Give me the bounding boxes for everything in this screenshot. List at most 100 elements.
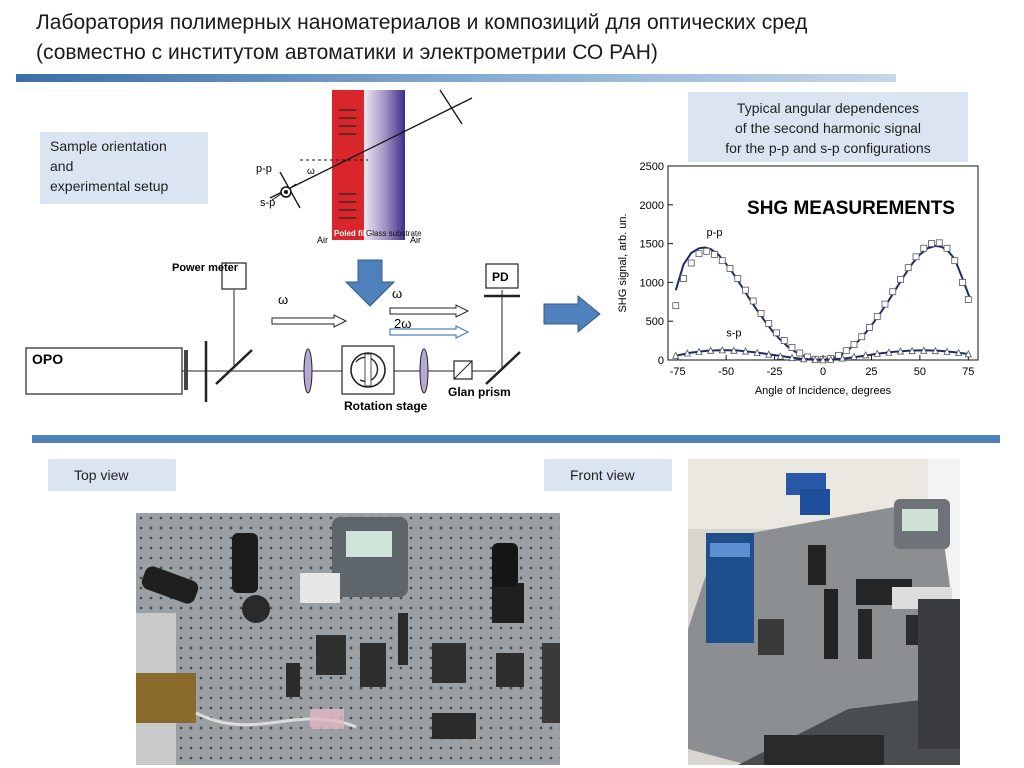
angle-omega-label: ω (307, 166, 315, 177)
air-right-label: Air (410, 235, 421, 245)
data-point (959, 279, 966, 286)
opo-output-window (184, 350, 188, 390)
omega-input-label: ω (278, 292, 288, 307)
y-tick-label: 2500 (640, 161, 664, 173)
data-point (951, 257, 959, 265)
data-point (835, 351, 842, 359)
data-point (873, 313, 881, 320)
data-point (672, 351, 680, 359)
top-view-label: Top view (48, 459, 176, 491)
data-point (711, 251, 718, 258)
opo-box (25, 347, 183, 395)
sp-label: s-p (260, 197, 275, 209)
lens-2 (419, 348, 429, 394)
y-tick-label: 500 (646, 316, 664, 328)
sample-label-line-1: Sample orientation (50, 138, 167, 154)
glass-substrate-layer (364, 90, 405, 240)
data-point (730, 346, 738, 354)
data-point (765, 320, 773, 327)
data-point (943, 244, 951, 252)
data-point (943, 347, 951, 355)
data-point (964, 296, 972, 303)
experimental-setup-diagram: OPO Power meter ω Rotation stage ω 2ω Gl… (25, 259, 601, 413)
power-meter-box (221, 262, 247, 290)
y-axis-label: SHG signal, arb. un. (617, 213, 629, 312)
data-point (819, 355, 827, 364)
data-point (889, 288, 897, 296)
power-meter-label: Power meter (172, 262, 239, 274)
x-tick-label: -25 (767, 366, 783, 378)
data-point (706, 346, 715, 354)
data-point (703, 247, 711, 255)
omega-input-arrow (271, 314, 348, 328)
data-point (935, 239, 943, 247)
x-tick-label: 50 (914, 366, 926, 378)
data-point (799, 354, 808, 363)
two-omega-label: 2ω (394, 316, 411, 331)
front-view-photo (688, 459, 960, 765)
series-label-sp: s-p (726, 328, 741, 340)
x-tick-label: 25 (865, 366, 877, 378)
data-point (773, 329, 780, 337)
front-view-label: Front view (544, 459, 672, 491)
rotation-stage-label: Rotation stage (344, 399, 428, 413)
top-view-photo (136, 513, 560, 765)
data-point (964, 349, 972, 358)
data-point (861, 351, 870, 359)
data-point (734, 275, 742, 282)
output-mirror (485, 351, 521, 385)
data-point (912, 253, 920, 261)
data-point (896, 347, 905, 355)
sample-label-line-3: experimental setup (50, 178, 169, 194)
data-point (749, 297, 757, 305)
data-point (672, 302, 680, 310)
title-line-2: (совместно с институтом автоматики и эле… (36, 41, 658, 64)
data-point (850, 341, 858, 348)
data-point (897, 275, 904, 283)
data-point (858, 333, 866, 341)
sample-label-line-2: and (50, 158, 74, 174)
data-point (866, 324, 873, 331)
glan-prism-diagonal (453, 360, 473, 380)
data-point (753, 348, 761, 357)
omega-output-arrow (389, 304, 470, 318)
data-point (796, 349, 804, 357)
pd-label: PD (492, 270, 509, 284)
polarization-arrow-out (439, 89, 463, 125)
data-point (842, 347, 850, 355)
y-tick-label: 2000 (640, 200, 664, 212)
data-point (850, 352, 858, 360)
lens-1 (303, 348, 313, 394)
series-s-p (672, 346, 972, 364)
data-point (695, 347, 703, 355)
data-point (741, 347, 750, 355)
data-point (788, 344, 796, 351)
two-omega-arrow (389, 325, 470, 339)
power-meter-text: Power meter (172, 262, 239, 274)
data-point (920, 244, 928, 252)
y-tick-label: 1000 (640, 277, 664, 289)
pp-label: p-p (256, 163, 272, 175)
data-point (908, 346, 916, 355)
down-arrow (344, 259, 396, 307)
omega-output-label: ω (392, 286, 402, 301)
data-point (931, 346, 940, 355)
rotation-stage-ring (350, 352, 386, 388)
opo-label: OPO (32, 351, 63, 367)
data-point (680, 275, 687, 282)
data-point (885, 348, 893, 356)
data-point (838, 354, 847, 362)
glass-substrate-label: Glass substrate (366, 229, 422, 238)
typical-label-line-1: Typical angular dependences (736, 100, 920, 116)
title-line-1: Лаборатория полимерных наноматериалов и … (36, 11, 808, 34)
plot-frame (667, 165, 979, 361)
data-point (954, 348, 963, 357)
data-point (928, 240, 935, 247)
data-point (827, 355, 835, 363)
sample-orientation-diagram: p-p s-p ω Air Poled film Glass substrate… (256, 89, 473, 245)
data-point (920, 346, 928, 354)
x-tick-label: 75 (962, 366, 974, 378)
air-left-label: Air (317, 235, 328, 245)
glan-prism-label: Glan prism (448, 385, 511, 399)
